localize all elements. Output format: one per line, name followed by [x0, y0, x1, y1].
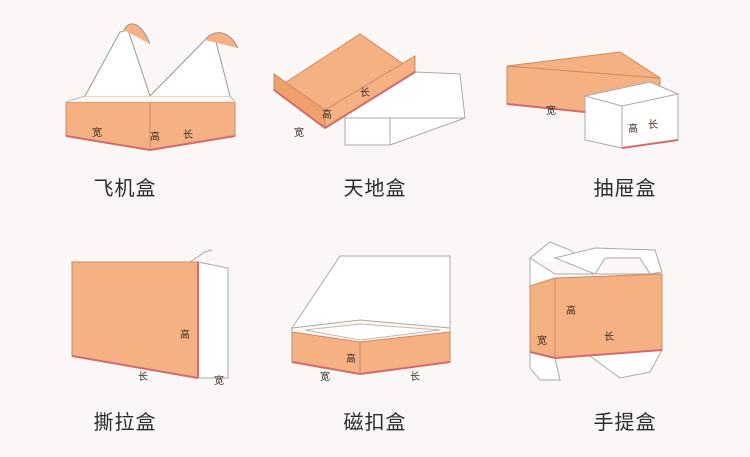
- box-title: 飞机盒: [93, 176, 157, 200]
- box-title: 磁扣盒: [343, 410, 407, 434]
- height-dim-label: 高: [322, 108, 332, 121]
- tear-strip-box-illustration: 高 长 宽: [70, 249, 229, 387]
- height-dim-label: 高: [628, 122, 638, 135]
- length-dim-label: 长: [410, 371, 420, 383]
- length-dim-label: 长: [604, 331, 614, 343]
- box-card-tear-strip: 高 长 宽 撕拉盒: [0, 228, 250, 456]
- airplane-box-illustration: 宽 高 长: [65, 23, 239, 151]
- box-title: 手提盒: [593, 410, 657, 434]
- width-dim-label: 宽: [320, 370, 330, 383]
- width-dim-label: 宽: [294, 126, 304, 139]
- box-title: 天地盒: [343, 176, 407, 200]
- box-card-magnetic: 高 宽 长 磁扣盒: [250, 228, 500, 456]
- width-dim-label: 宽: [92, 126, 102, 139]
- height-dim-label: 高: [566, 304, 576, 317]
- box-card-lid-base: 宽 高 长 天地盒: [250, 0, 500, 228]
- handle-box-illustration: 高 长 宽: [529, 241, 663, 381]
- box-card-airplane: 宽 高 长 飞机盒: [0, 0, 250, 228]
- width-dim-label: 宽: [546, 104, 556, 117]
- magnetic-box-illustration: 高 宽 长: [291, 255, 451, 383]
- height-dim-label: 高: [150, 130, 160, 143]
- height-dim-label: 高: [180, 328, 190, 341]
- drawer-box-illustration: 宽 高 长: [506, 51, 679, 149]
- length-dim-label: 长: [183, 129, 193, 141]
- box-card-handle: 高 长 宽 手提盒: [500, 228, 750, 456]
- width-dim-label: 宽: [214, 374, 224, 387]
- length-dim-label: 长: [360, 87, 370, 99]
- length-dim-label: 长: [648, 119, 658, 131]
- height-dim-label: 高: [346, 352, 356, 365]
- length-dim-label: 长: [138, 371, 148, 383]
- lid-base-box-illustration: 宽 高 长: [273, 33, 466, 146]
- box-card-drawer: 宽 高 长 抽屉盒: [500, 0, 750, 228]
- box-title: 抽屉盒: [593, 176, 657, 200]
- box-title: 撕拉盒: [93, 410, 157, 434]
- width-dim-label: 宽: [537, 334, 547, 347]
